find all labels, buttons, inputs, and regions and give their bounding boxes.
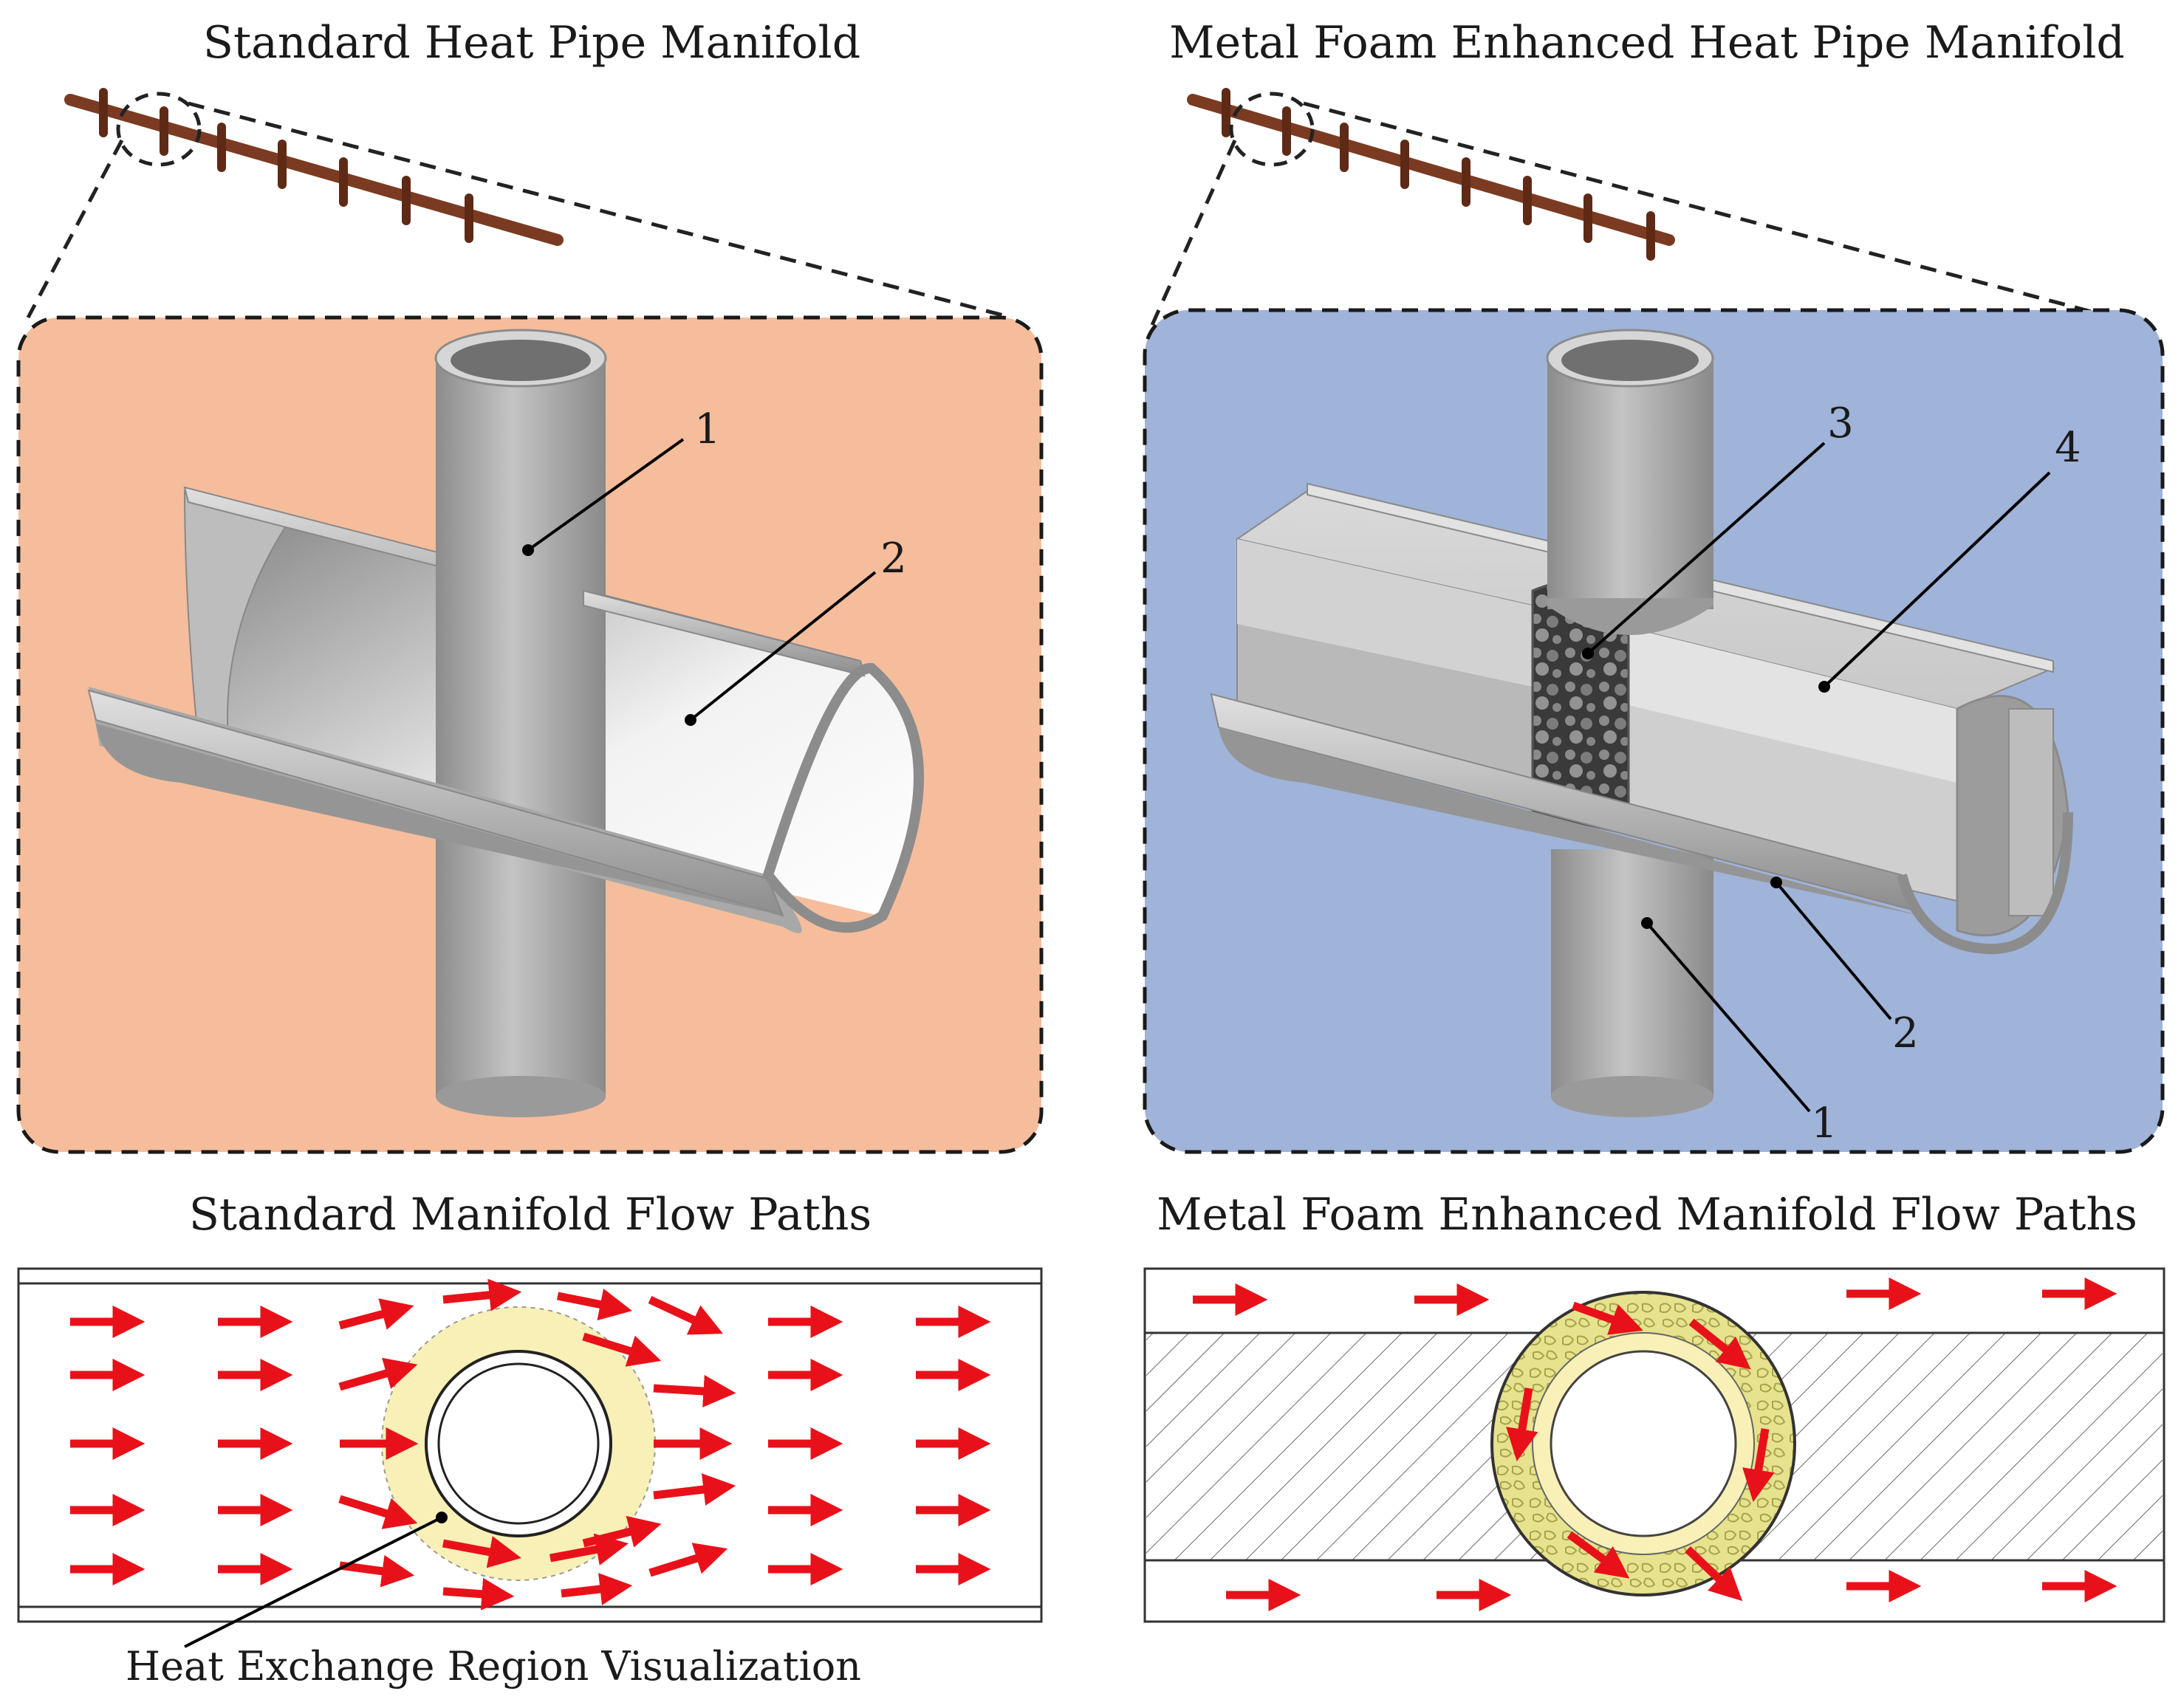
label-right-manifold: 2 — [1892, 1009, 1919, 1057]
zoom-lines-left — [26, 101, 1013, 320]
standard-manifold-3d — [87, 329, 924, 1117]
zoom-circle-left — [116, 92, 202, 167]
zoom-lines-right — [1150, 101, 2143, 327]
callout-line-right-4 — [1818, 471, 2051, 693]
manifold-rod-left — [64, 88, 564, 246]
label-left-manifold: 2 — [880, 535, 907, 583]
callout-line-right-2 — [1770, 877, 1892, 1021]
caption-leader-line — [184, 1512, 448, 1648]
heat-exchange-caption: Heat Exchange Region Visualization — [126, 1643, 861, 1690]
title-standard-manifold: Standard Heat Pipe Manifold — [203, 17, 860, 69]
manifold-rod-right — [1187, 88, 1675, 261]
foam-flow-arrows — [1193, 1277, 2117, 1611]
title-foam-flow-paths: Metal Foam Enhanced Manifold Flow Paths — [1157, 1189, 2137, 1241]
callout-line-right-1 — [1641, 917, 1811, 1113]
zoom-circle-right — [1229, 92, 1315, 167]
title-standard-flow-paths: Standard Manifold Flow Paths — [189, 1189, 872, 1241]
foam-ring — [1490, 1291, 1796, 1596]
label-left-heat-pipe: 1 — [694, 405, 721, 453]
label-right-foam: 3 — [1827, 399, 1854, 447]
label-right-insert: 4 — [2055, 424, 2081, 472]
label-right-heat-pipe: 1 — [1811, 1100, 1838, 1148]
callout-line-left-2 — [685, 571, 877, 726]
heat-exchange-region — [381, 1306, 656, 1581]
callout-line-right-3 — [1582, 442, 1826, 659]
title-foam-manifold: Metal Foam Enhanced Heat Pipe Manifold — [1169, 17, 2125, 69]
standard-flow-arrows — [70, 1278, 991, 1611]
callout-line-left-1 — [522, 438, 685, 556]
foam-manifold-3d — [1210, 329, 2073, 1117]
